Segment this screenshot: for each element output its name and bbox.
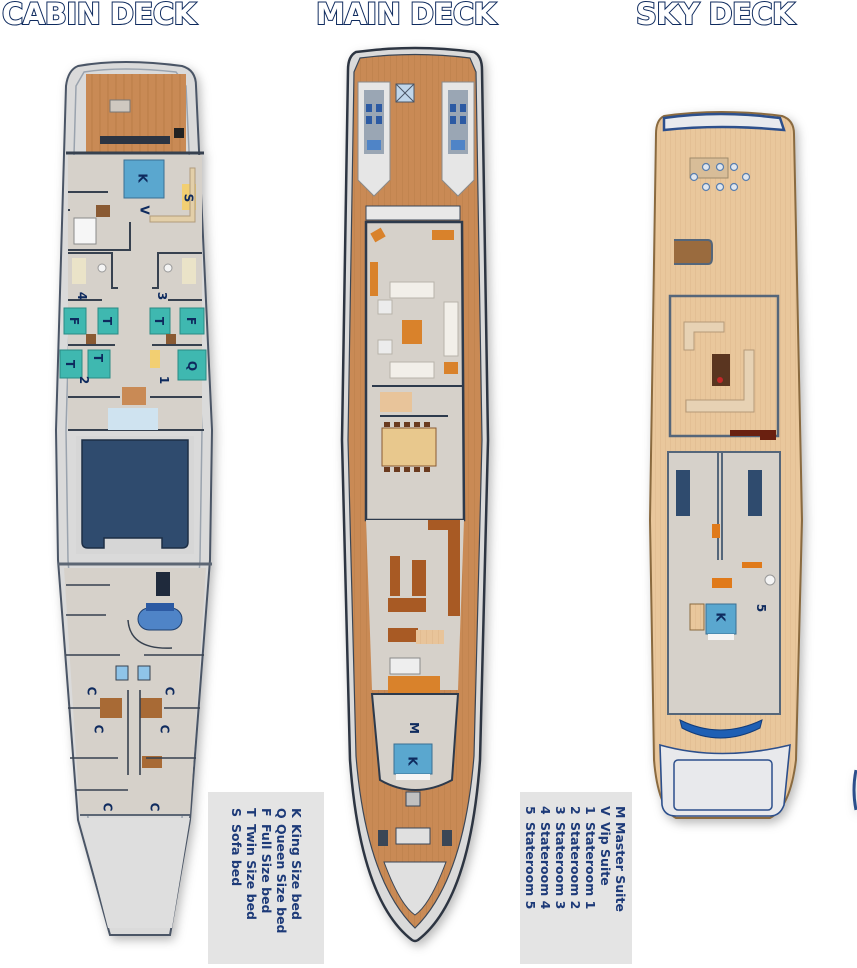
legend-key: V [598, 806, 613, 816]
sky-deck-title: SKY DECK [635, 0, 796, 31]
legend-row: 5Stateroom 5 [523, 806, 538, 912]
cabin-label-stateroom-5-king: K [713, 612, 728, 622]
legend-label: Vip Suite [598, 822, 613, 886]
legend-row: 3Stateroom 3 [553, 806, 568, 912]
cabin-deck-title: CABIN DECK [1, 0, 197, 31]
main-deck-plan: M K [340, 46, 490, 943]
legend-label: Stateroom 4 [538, 822, 553, 910]
tender-boat-port [357, 81, 391, 197]
legend-label: Stateroom 3 [553, 822, 568, 910]
main-deck-title: MAIN DECK [315, 0, 497, 31]
cabin-deck-plan: K V S 4 3 F T T F T T Q 2 1 C C C C C C [0, 0, 300, 964]
cabin-label-stateroom-5: 5 [754, 603, 769, 613]
legend-key: 3 [553, 806, 568, 815]
tender-boat-starboard [441, 81, 475, 197]
sky-deck-plan: K 5 [620, 0, 857, 964]
legend-key: 2 [568, 806, 583, 815]
legend-row: 2Stateroom 2 [568, 806, 583, 912]
legend-key: 5 [523, 806, 538, 815]
legend-label: Stateroom 5 [523, 822, 538, 910]
legend-key: 4 [538, 806, 553, 815]
legend-label: Stateroom 1 [583, 822, 598, 910]
legend-key: 1 [583, 806, 598, 815]
legend-label: Stateroom 2 [568, 822, 583, 910]
cabin-label-master-suite: M [406, 722, 421, 734]
cabin-label-master-king: K [405, 756, 420, 766]
main-deck-drawing [340, 46, 490, 943]
sky-deck-drawing [648, 111, 857, 819]
legend-row: 4Stateroom 4 [538, 806, 553, 912]
cabin-deck-drawing [54, 61, 214, 936]
legend-row: 1Stateroom 1 [583, 806, 598, 912]
room-legend: MMaster Suite VVip Suite 1Stateroom 1 2S… [520, 792, 632, 964]
bed-size-legend: KKing Size bed QQueen Size bed FFull Siz… [208, 792, 324, 964]
legend-row: V Vip Suite [598, 806, 613, 912]
